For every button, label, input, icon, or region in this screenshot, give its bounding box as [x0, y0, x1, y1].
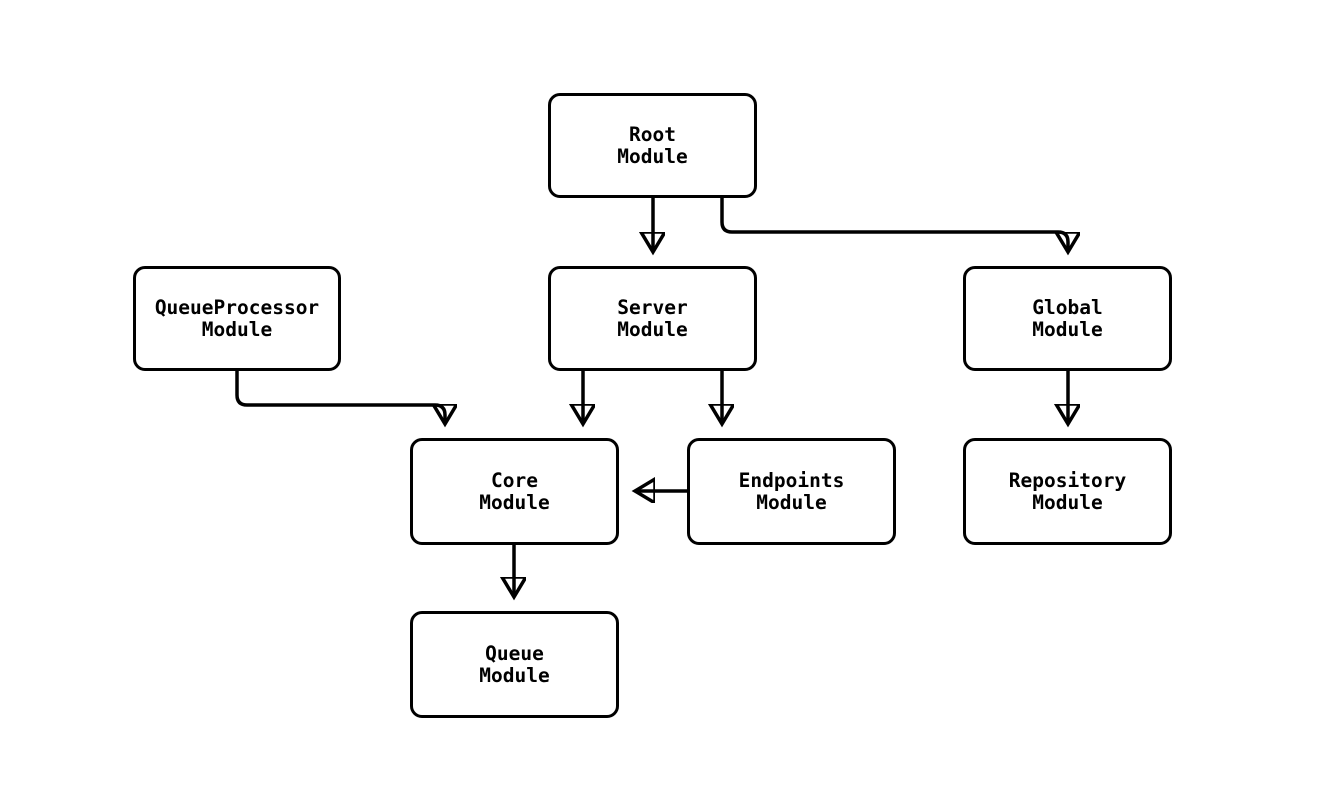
- edge-root-to-global: [720, 197, 1068, 250]
- node-endpoints-module: Endpoints Module: [687, 438, 896, 545]
- node-label: QueueProcessor Module: [154, 295, 320, 341]
- node-queueprocessor-module: QueueProcessor Module: [133, 266, 341, 371]
- node-label: Server Module: [617, 295, 688, 341]
- node-global-module: Global Module: [963, 266, 1172, 371]
- node-server-module: Server Module: [548, 266, 757, 371]
- node-root-module: Root Module: [548, 93, 757, 198]
- node-label: Core Module: [479, 468, 550, 514]
- node-queue-module: Queue Module: [410, 611, 619, 718]
- node-label: Repository Module: [1008, 468, 1127, 514]
- node-label: Endpoints Module: [738, 468, 845, 514]
- node-core-module: Core Module: [410, 438, 619, 545]
- node-label: Queue Module: [479, 641, 550, 687]
- node-label: Global Module: [1032, 295, 1103, 341]
- node-label: Root Module: [617, 122, 688, 168]
- node-repository-module: Repository Module: [963, 438, 1172, 545]
- edge-queueprocessor-to-core: [235, 371, 445, 422]
